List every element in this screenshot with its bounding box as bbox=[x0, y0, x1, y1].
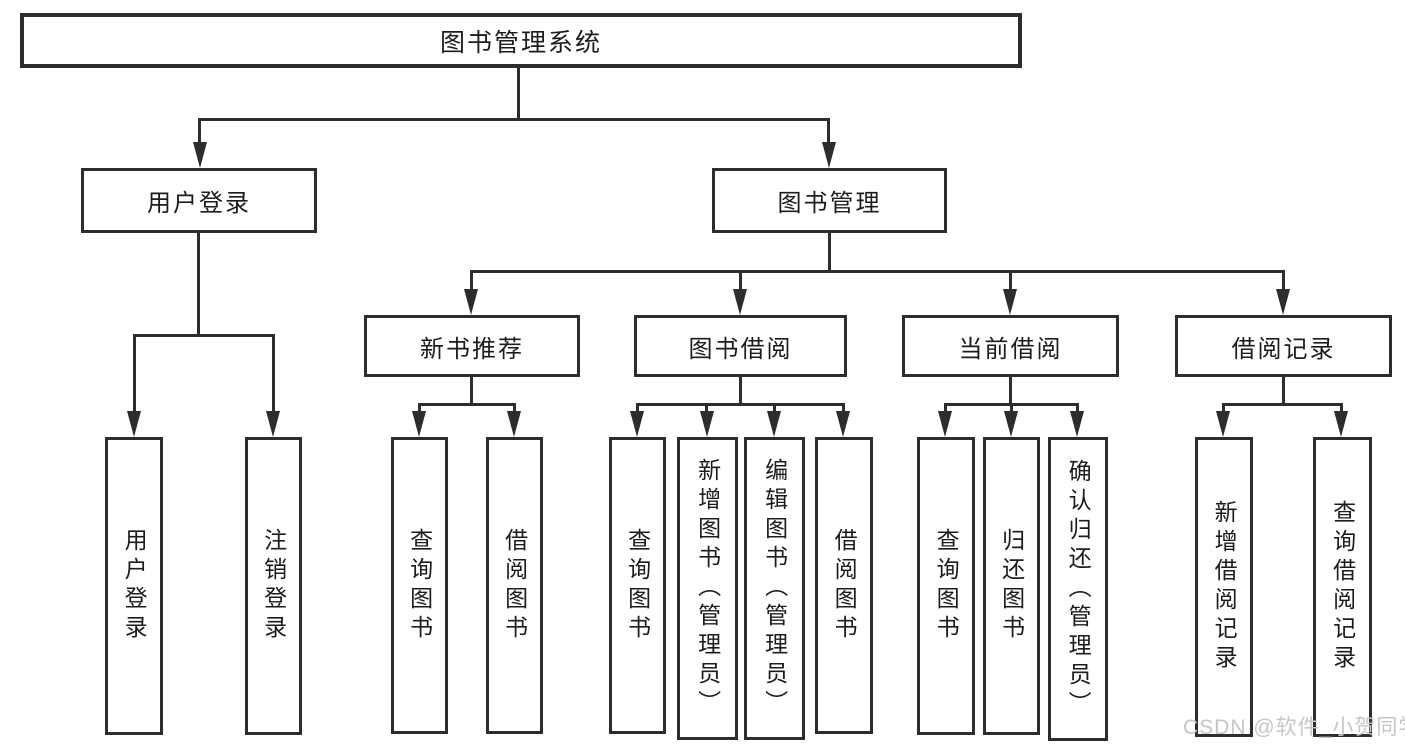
node-leaf-add-books-admin: 新增图书（管理员） bbox=[677, 437, 738, 740]
connector bbox=[513, 403, 516, 415]
arrowhead-icon bbox=[1216, 411, 1230, 437]
connector bbox=[1009, 377, 1012, 405]
node-label: 借阅图书 bbox=[501, 527, 528, 644]
arrowhead-icon bbox=[507, 411, 521, 437]
node-leaf-edit-books-admin: 编辑图书（管理员） bbox=[744, 437, 805, 740]
connector bbox=[636, 403, 844, 406]
arrowhead-icon bbox=[822, 142, 836, 168]
arrowhead-icon bbox=[700, 411, 714, 437]
node-label: 查询借阅记录 bbox=[1329, 500, 1356, 674]
node-label: 注销登录 bbox=[260, 528, 287, 644]
connector bbox=[739, 270, 742, 292]
node-label: 图书管理 bbox=[777, 190, 882, 217]
node-label: 图书管理系统 bbox=[439, 28, 602, 57]
arrowhead-icon bbox=[127, 411, 141, 437]
node-leaf-confirm-return-admin: 确认归还（管理员） bbox=[1048, 437, 1108, 741]
node-label: 新书推荐 bbox=[420, 335, 524, 363]
connector bbox=[1009, 270, 1012, 292]
connector bbox=[1222, 403, 1225, 415]
connector bbox=[739, 377, 742, 405]
arrowhead-icon bbox=[767, 411, 781, 437]
connector bbox=[198, 118, 201, 148]
node-book-borrowing: 图书借阅 bbox=[634, 315, 847, 377]
connector bbox=[1340, 403, 1343, 415]
connector bbox=[1076, 403, 1079, 415]
connector bbox=[827, 118, 830, 148]
node-leaf-borrow-books: 借阅图书 bbox=[815, 437, 873, 734]
connector bbox=[418, 403, 516, 406]
node-label: 查询图书 bbox=[933, 528, 960, 644]
node-leaf-query-books: 查询图书 bbox=[391, 437, 448, 734]
node-label: 编辑图书（管理员） bbox=[761, 458, 788, 719]
node-leaf-borrow-books: 借阅图书 bbox=[486, 437, 543, 734]
arrowhead-icon bbox=[733, 289, 747, 315]
connector bbox=[470, 270, 473, 292]
arrowhead-icon bbox=[1003, 289, 1017, 315]
connector bbox=[773, 403, 776, 415]
connector bbox=[944, 403, 947, 415]
node-label: 图书借阅 bbox=[688, 335, 793, 363]
arrowhead-icon bbox=[836, 411, 850, 437]
node-leaf-user-login: 用户登录 bbox=[105, 437, 163, 735]
node-leaf-logout: 注销登录 bbox=[245, 437, 302, 735]
node-label: 确认归还（管理员） bbox=[1065, 458, 1092, 720]
connector bbox=[470, 270, 1285, 273]
connector bbox=[705, 403, 708, 415]
node-label: 当前借阅 bbox=[958, 335, 1063, 363]
arrowhead-icon bbox=[630, 411, 644, 437]
connector bbox=[828, 233, 831, 273]
node-label: 借阅图书 bbox=[831, 527, 858, 644]
arrowhead-icon bbox=[266, 411, 280, 437]
node-label: 查询图书 bbox=[624, 527, 651, 644]
connector bbox=[1222, 403, 1343, 406]
node-label: 新增借阅记录 bbox=[1211, 500, 1238, 674]
arrowhead-icon bbox=[412, 411, 426, 437]
connector bbox=[636, 403, 639, 415]
node-leaf-query-books: 查询图书 bbox=[917, 437, 975, 735]
node-leaf-query-books: 查询图书 bbox=[609, 437, 666, 734]
connector bbox=[1010, 403, 1013, 415]
arrowhead-icon bbox=[464, 289, 478, 315]
node-label: 查询图书 bbox=[406, 527, 433, 644]
connector bbox=[133, 334, 136, 414]
connector bbox=[470, 377, 473, 405]
connector bbox=[198, 118, 830, 121]
node-label: 借阅记录 bbox=[1231, 335, 1336, 363]
connector bbox=[1282, 270, 1285, 292]
node-label: 用户登录 bbox=[147, 190, 251, 217]
node-book-management: 图书管理 bbox=[712, 168, 947, 233]
node-library-management-system: 图书管理系统 bbox=[20, 13, 1022, 68]
node-user-login: 用户登录 bbox=[81, 168, 317, 233]
connector bbox=[517, 68, 520, 120]
connector bbox=[842, 403, 845, 415]
node-label: 新增图书（管理员） bbox=[694, 458, 721, 719]
arrowhead-icon bbox=[938, 411, 952, 437]
connector bbox=[418, 403, 421, 415]
connector bbox=[197, 233, 200, 337]
arrowhead-icon bbox=[1334, 411, 1348, 437]
node-leaf-query-borrow-record: 查询借阅记录 bbox=[1313, 437, 1372, 737]
connector bbox=[1282, 377, 1285, 405]
arrowhead-icon bbox=[193, 142, 207, 168]
csdn-watermark: CSDN @软件_小贺同学 bbox=[1183, 716, 1405, 739]
node-leaf-return-books: 归还图书 bbox=[983, 437, 1040, 735]
arrowhead-icon bbox=[1070, 411, 1084, 437]
node-label: 用户登录 bbox=[121, 528, 148, 644]
node-label: 归还图书 bbox=[998, 528, 1025, 644]
connector bbox=[272, 334, 275, 414]
arrowhead-icon bbox=[1276, 289, 1290, 315]
node-borrow-records: 借阅记录 bbox=[1175, 315, 1392, 377]
node-leaf-add-borrow-record: 新增借阅记录 bbox=[1195, 437, 1253, 737]
connector bbox=[133, 334, 275, 337]
node-current-borrowing: 当前借阅 bbox=[902, 315, 1119, 377]
arrowhead-icon bbox=[1004, 411, 1018, 437]
node-new-book-recommend: 新书推荐 bbox=[364, 315, 580, 377]
